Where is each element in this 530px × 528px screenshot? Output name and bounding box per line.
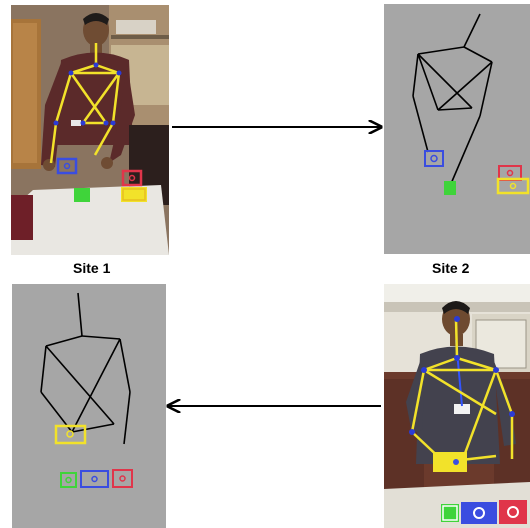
site2-photo-blocks	[433, 452, 527, 524]
site2-photo-panel	[384, 284, 530, 528]
site2-render-blocks	[424, 150, 530, 195]
site1-photo-blocks	[56, 157, 147, 202]
site2-label: Site 2	[432, 260, 470, 276]
site1-remote-skeleton	[40, 292, 131, 445]
site2-render	[384, 4, 530, 254]
site2-photo	[384, 284, 530, 528]
site2-render-panel	[384, 4, 530, 254]
site1-render	[12, 284, 166, 528]
site1-photo-panel	[11, 5, 169, 255]
site1-photo	[11, 5, 169, 255]
site2-remote-skeleton	[412, 13, 493, 187]
site1-render-panel	[12, 284, 166, 528]
site1-label: Site 1	[73, 260, 111, 276]
site1-render-blocks	[54, 424, 133, 488]
